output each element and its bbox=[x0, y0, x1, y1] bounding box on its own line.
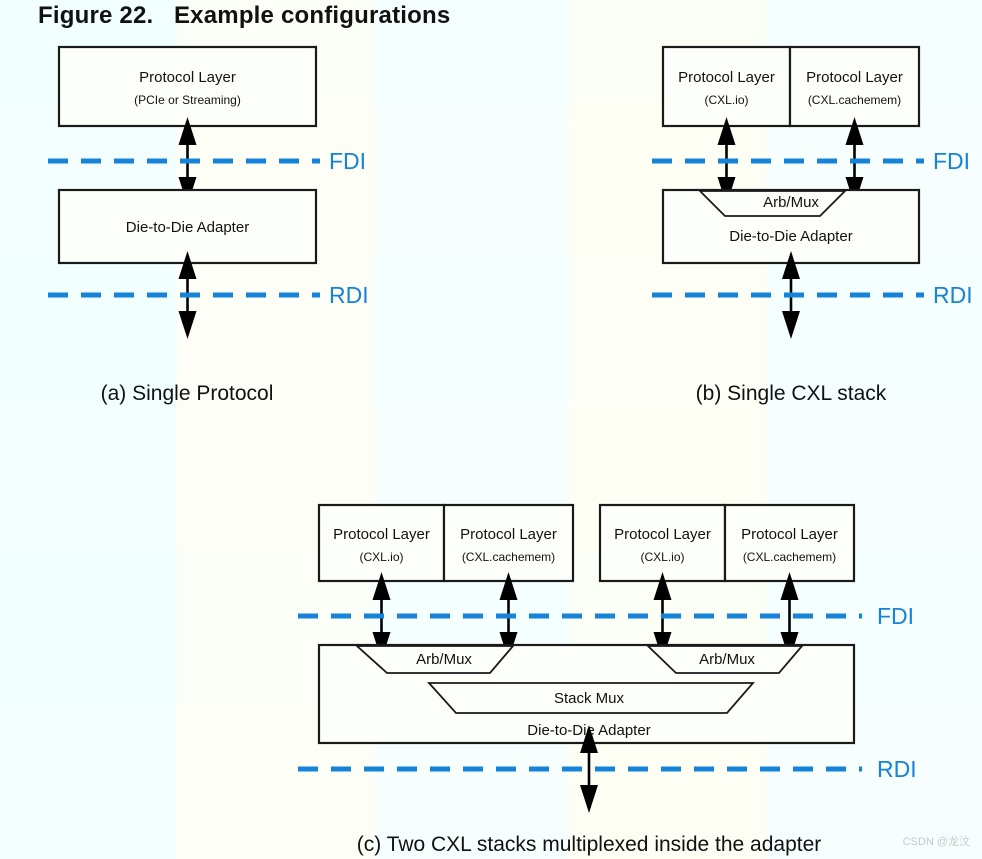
panel-c-stack-mux-label: Stack Mux bbox=[554, 690, 625, 707]
panel-b-protocol-layer-cxl-cachemem-title: Protocol Layer bbox=[806, 69, 903, 86]
panel-b-caption: (b) Single CXL stack bbox=[696, 382, 887, 405]
panel-b: Protocol Layer (CXL.io) Protocol Layer (… bbox=[652, 45, 973, 405]
panel-c-stack2-protocol-layer-cxl-io-box[interactable]: Protocol Layer (CXL.io) bbox=[598, 503, 727, 583]
panel-c-caption: (c) Two CXL stacks multiplexed inside th… bbox=[357, 833, 822, 856]
panel-a-protocol-layer-subtitle: (PCIe or Streaming) bbox=[134, 93, 241, 107]
panel-c-stack1-cxl-cachemem-subtitle: (CXL.cachemem) bbox=[462, 550, 555, 564]
panel-b-protocol-layer-cxl-io-subtitle: (CXL.io) bbox=[704, 93, 748, 107]
panel-a-caption: (a) Single Protocol bbox=[101, 382, 274, 405]
panel-c-stack1-cxl-io-subtitle: (CXL.io) bbox=[359, 550, 403, 564]
panel-b-arb-mux-label: Arb/Mux bbox=[763, 194, 819, 211]
panel-c-stack2-cxl-cachemem-subtitle: (CXL.cachemem) bbox=[743, 550, 836, 564]
panel-a: Protocol Layer (PCIe or Streaming) FDI D… bbox=[48, 45, 369, 405]
panel-c-stack1-cxl-cachemem-title: Protocol Layer bbox=[460, 526, 557, 543]
figure-title: Figure 22. Example configurations bbox=[38, 2, 451, 29]
panel-b-protocol-layer-cxl-io-title: Protocol Layer bbox=[678, 69, 775, 86]
panel-c-fdi-label: FDI bbox=[877, 603, 914, 629]
panel-a-protocol-layer-box[interactable]: Protocol Layer (PCIe or Streaming) bbox=[57, 45, 318, 128]
panel-c-stack2-protocol-layer-cxl-cachemem-box[interactable]: Protocol Layer (CXL.cachemem) bbox=[723, 503, 856, 583]
panel-c-arb-mux-1-label: Arb/Mux bbox=[416, 651, 472, 668]
panel-a-die-to-die-adapter-label: Die-to-Die Adapter bbox=[126, 219, 249, 236]
panel-c-stack2-cxl-io-subtitle: (CXL.io) bbox=[640, 550, 684, 564]
panel-c-stack1-cxl-io-title: Protocol Layer bbox=[333, 526, 430, 543]
panel-b-die-to-die-adapter-label: Die-to-Die Adapter bbox=[729, 228, 852, 245]
panel-b-protocol-layer-cxl-io-box[interactable]: Protocol Layer (CXL.io) bbox=[661, 45, 792, 128]
panel-a-protocol-layer-title: Protocol Layer bbox=[139, 69, 236, 86]
panel-c-stack1-protocol-layer-cxl-io-box[interactable]: Protocol Layer (CXL.io) bbox=[317, 503, 446, 583]
panel-c-rdi-label: RDI bbox=[877, 756, 917, 782]
panel-b-rdi-label: RDI bbox=[933, 282, 973, 308]
panel-c-arb-mux-2-label: Arb/Mux bbox=[699, 651, 755, 668]
panel-b-protocol-layer-cxl-cachemem-subtitle: (CXL.cachemem) bbox=[808, 93, 901, 107]
panel-c-stack2-cxl-io-title: Protocol Layer bbox=[614, 526, 711, 543]
panel-c-stack1-protocol-layer-cxl-cachemem-box[interactable]: Protocol Layer (CXL.cachemem) bbox=[442, 503, 575, 583]
panel-a-fdi-label: FDI bbox=[329, 148, 366, 174]
panel-a-rdi-label: RDI bbox=[329, 282, 369, 308]
csdn-watermark: CSDN @龙汶 bbox=[902, 836, 970, 848]
panel-b-fdi-label: FDI bbox=[933, 148, 970, 174]
panel-c-die-to-die-adapter-box[interactable]: Arb/Mux Arb/Mux Stack Mux Die-to-Die Ada… bbox=[317, 643, 856, 745]
panel-c-stack2-cxl-cachemem-title: Protocol Layer bbox=[741, 526, 838, 543]
panel-b-protocol-layer-cxl-cachemem-box[interactable]: Protocol Layer (CXL.cachemem) bbox=[788, 45, 921, 128]
panel-c: Protocol Layer (CXL.io) Protocol Layer (… bbox=[298, 503, 917, 856]
